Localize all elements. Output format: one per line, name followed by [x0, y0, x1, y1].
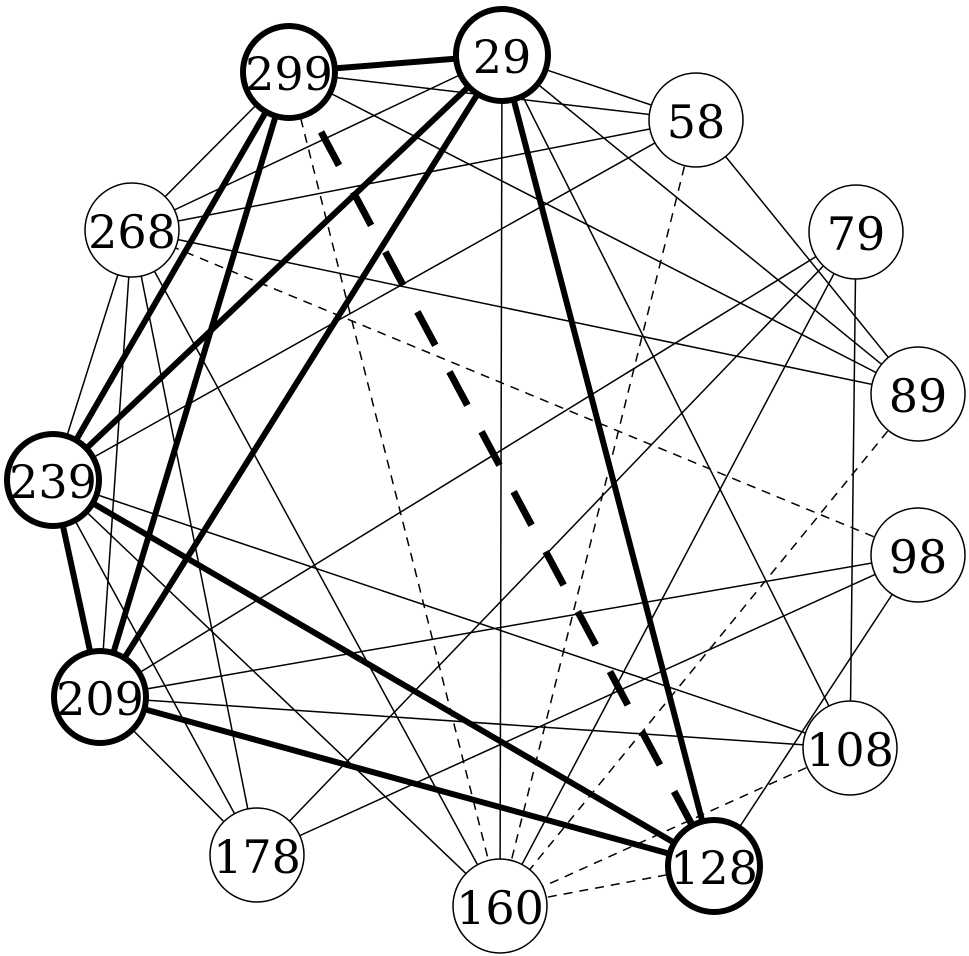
node-circle-58 [648, 72, 744, 168]
edge-160-239 [52, 479, 501, 907]
edge-58-89 [695, 119, 919, 395]
node-circle-29 [453, 6, 551, 104]
node-label-58: 58 [667, 95, 726, 149]
node-label-128: 128 [670, 841, 758, 895]
edge-79-178 [256, 231, 857, 856]
node-label-160: 160 [456, 881, 544, 935]
edge-160-268 [131, 229, 501, 907]
edge-29-209 [97, 53, 505, 699]
edge-98-178 [256, 554, 919, 856]
node-circle-268 [84, 182, 180, 278]
edge-268-209 [99, 229, 133, 698]
edge-79-209 [99, 231, 857, 698]
node-label-79: 79 [827, 207, 886, 261]
node-label-178: 178 [213, 830, 301, 884]
nodes-layer: 299 29 58 79 89 98 108 128 160 178 209 239 268 [4, 6, 966, 954]
edge-108-160 [499, 747, 851, 907]
edge-29-108 [501, 54, 851, 749]
edge-98-209 [99, 554, 919, 698]
edge-29-160 [499, 54, 503, 907]
edge-79-160 [499, 231, 857, 907]
node-circle-108 [802, 700, 898, 796]
edge-299-89 [288, 71, 919, 395]
node-29: 29 [453, 6, 551, 104]
node-209: 209 [51, 648, 149, 746]
node-89: 89 [870, 346, 966, 442]
node-268: 268 [84, 182, 180, 278]
node-178: 178 [209, 807, 305, 903]
node-label-209: 209 [56, 672, 144, 726]
node-circle-79 [808, 184, 904, 280]
node-label-268: 268 [88, 205, 176, 259]
node-299: 299 [240, 23, 338, 121]
edge-178-239 [52, 479, 258, 856]
edge-299-239 [50, 70, 292, 482]
node-label-89: 89 [889, 369, 948, 423]
node-circle-160 [452, 858, 548, 954]
node-label-239: 239 [9, 455, 97, 509]
edge-299-209 [97, 71, 292, 698]
node-circle-89 [870, 346, 966, 442]
node-label-29: 29 [473, 30, 532, 84]
node-79: 79 [808, 184, 904, 280]
edge-89-160 [499, 393, 919, 907]
edge-239-128 [51, 477, 716, 869]
edge-108-239 [52, 479, 851, 749]
edge-98-128 [713, 554, 919, 867]
node-circle-128 [665, 817, 763, 915]
edge-79-108 [849, 231, 857, 749]
edge-209-128 [99, 694, 715, 869]
node-label-108: 108 [806, 723, 894, 777]
node-circle-239 [4, 431, 102, 529]
edge-29-239 [50, 52, 505, 483]
edge-58-160 [499, 119, 697, 907]
node-128: 128 [665, 817, 763, 915]
node-label-299: 299 [245, 47, 333, 101]
node-98: 98 [870, 507, 966, 603]
node-160: 160 [452, 858, 548, 954]
node-239: 239 [4, 431, 102, 529]
edge-29-268 [131, 54, 503, 231]
edge-89-268 [131, 229, 919, 395]
edge-58-268 [131, 119, 697, 231]
node-circle-178 [209, 807, 305, 903]
node-108: 108 [802, 700, 898, 796]
node-58: 58 [648, 72, 744, 168]
edges-layer [50, 52, 919, 907]
edge-108-209 [99, 696, 851, 749]
node-circle-209 [51, 648, 149, 746]
edge-58-239 [52, 119, 697, 481]
edge-299-128 [285, 70, 718, 868]
node-circle-98 [870, 507, 966, 603]
edge-29-89 [501, 54, 919, 395]
node-label-98: 98 [889, 530, 948, 584]
edge-29-128 [499, 54, 717, 867]
node-circle-299 [240, 23, 338, 121]
